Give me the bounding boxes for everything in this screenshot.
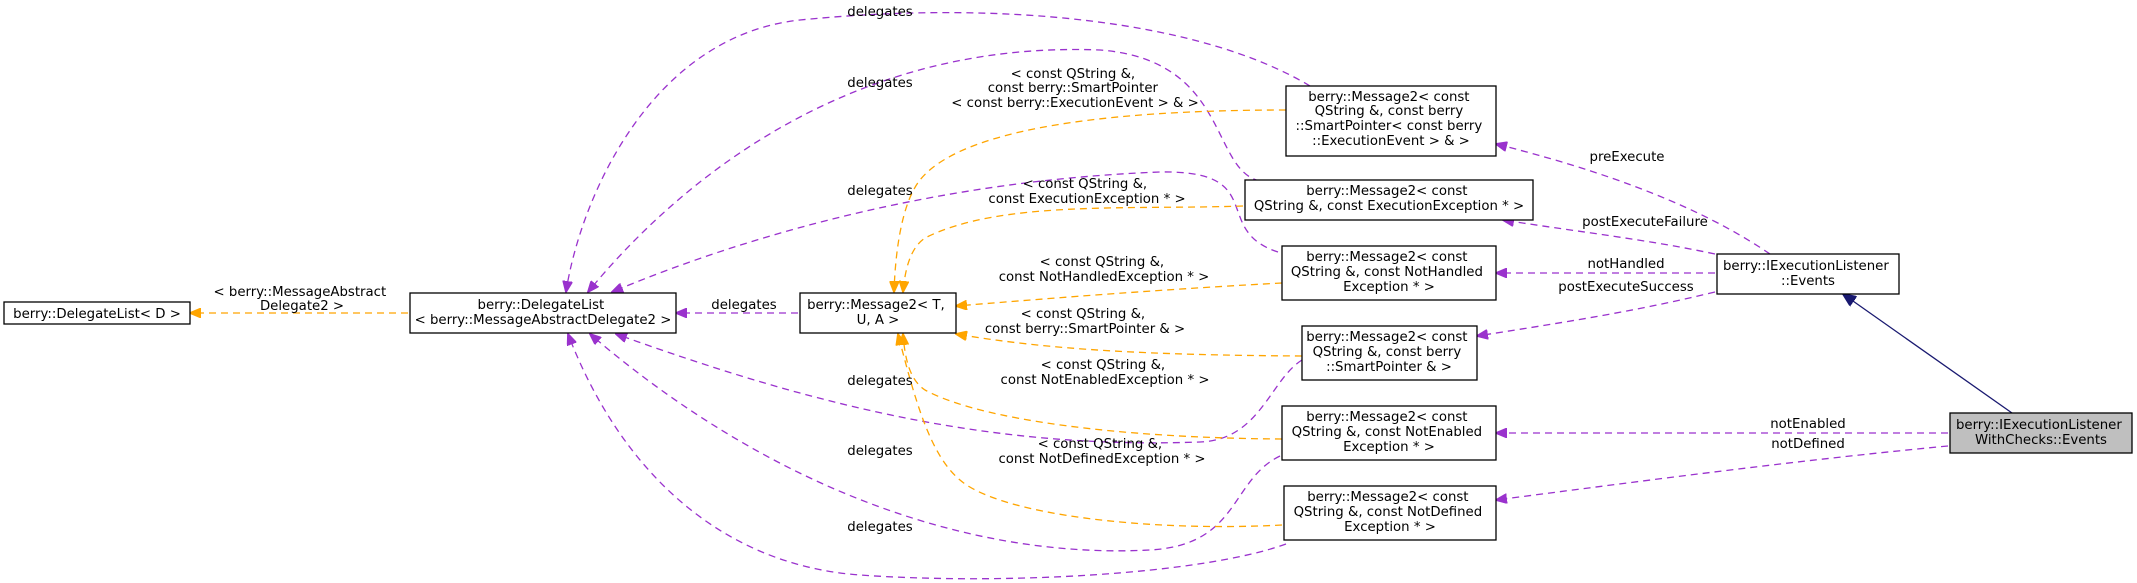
edge-label-tpl-not-defined: < const QString &, const NotDefinedExcep… — [998, 437, 1205, 467]
template-edge-not-enabled — [903, 334, 1283, 440]
not-defined-edge — [1496, 445, 1949, 500]
edge-label-not-enabled: notEnabled — [1770, 417, 1846, 432]
node-message2-smart-pointer[interactable]: berry::Message2< const QString &, const … — [1301, 325, 1478, 381]
node-label: berry::Message2< const QString &, const … — [1296, 90, 1487, 149]
edge-labels-layer: < berry::MessageAbstract Delegate2 > del… — [214, 5, 1846, 535]
delegates-edge-not-defined — [568, 334, 1287, 580]
edges-layer — [190, 11, 2013, 580]
node-message2-execution-exception[interactable]: berry::Message2< const QString &, const … — [1244, 179, 1534, 221]
delegates-edge-not-handled — [612, 171, 1279, 292]
node-iexecution-listener-with-checks-events[interactable]: berry::IExecutionListener WithChecks::Ev… — [1949, 412, 2133, 454]
edge-label-delegates-not-handled: delegates — [847, 184, 912, 199]
node-delegate-list-mad2[interactable]: berry::DelegateList < berry::MessageAbst… — [409, 292, 677, 334]
node-label: berry::Message2< T, U, A > — [807, 298, 949, 328]
edge-label-not-handled: notHandled — [1587, 257, 1664, 272]
edge-label-delegates-exec-event: delegates — [847, 5, 912, 20]
edge-label-pre-execute: preExecute — [1590, 150, 1665, 165]
inheritance-edge — [1843, 294, 2013, 414]
edge-label-delegates-main: delegates — [711, 298, 776, 313]
edge-label-tpl-exec-exception: < const QString &, const ExecutionExcept… — [988, 177, 1185, 207]
edge-label-tpl-smart-pointer: < const QString &, const berry::SmartPoi… — [985, 307, 1185, 337]
delegates-edge-smart-pointer — [616, 334, 1303, 444]
edge-label-template-mad2: < berry::MessageAbstract Delegate2 > — [214, 285, 391, 314]
edge-label-delegates-smart-pointer: delegates — [847, 374, 912, 389]
edge-label-delegates-exec-exception: delegates — [847, 76, 912, 91]
edge-label-post-execute-failure: postExecuteFailure — [1582, 215, 1708, 230]
nodes-layer: berry::DelegateList< D > berry::Delegate… — [3, 85, 2133, 541]
template-edge-smart-pointer — [956, 334, 1303, 357]
node-message2-not-handled[interactable]: berry::Message2< const QString &, const … — [1281, 245, 1497, 301]
node-iexecution-listener-events[interactable]: berry::IExecutionListener ::Events — [1716, 253, 1900, 295]
node-message2-not-defined[interactable]: berry::Message2< const QString &, const … — [1283, 485, 1497, 541]
node-label: berry::Message2< const QString &, const … — [1254, 184, 1524, 214]
delegates-edge-not-enabled — [590, 334, 1281, 552]
node-label: berry::Message2< const QString &, const … — [1292, 410, 1487, 455]
node-delegate-list-d[interactable]: berry::DelegateList< D > — [3, 301, 191, 325]
edge-label-delegates-not-defined: delegates — [847, 520, 912, 535]
node-message2-execution-event[interactable]: berry::Message2< const QString &, const … — [1285, 85, 1497, 157]
node-label: berry::DelegateList < berry::MessageAbst… — [415, 298, 672, 328]
edge-label-tpl-not-enabled: < const QString &, const NotEnabledExcep… — [1001, 358, 1210, 388]
edge-label-tpl-exec-event: < const QString &, const berry::SmartPoi… — [951, 67, 1198, 111]
node-message2-tua[interactable]: berry::Message2< T, U, A > — [799, 292, 957, 334]
post-execute-failure-edge — [1503, 220, 1716, 255]
node-label: berry::IExecutionListener ::Events — [1723, 259, 1893, 289]
node-label: berry::Message2< const QString &, const … — [1291, 250, 1487, 295]
node-label: berry::Message2< const QString &, const … — [1294, 490, 1487, 535]
edge-label-post-execute-success: postExecuteSuccess — [1558, 280, 1693, 295]
node-label: berry::IExecutionListener WithChecks::Ev… — [1956, 418, 2126, 448]
node-label: berry::DelegateList< D > — [13, 307, 181, 322]
node-label: berry::Message2< const QString &, const … — [1306, 330, 1472, 375]
edge-label-not-defined: notDefined — [1771, 437, 1845, 452]
pre-execute-edge — [1496, 144, 1771, 255]
template-edge-not-handled — [956, 282, 1283, 306]
edge-label-delegates-not-enabled: delegates — [847, 444, 912, 459]
template-edge-exec-exception — [903, 205, 1244, 292]
template-edge-exec-event — [894, 109, 1287, 292]
node-message2-not-enabled[interactable]: berry::Message2< const QString &, const … — [1281, 405, 1497, 461]
edge-label-tpl-not-handled: < const QString &, const NotHandledExcep… — [999, 255, 1210, 285]
delegates-edge-exec-exception — [588, 48, 1261, 292]
post-execute-success-edge — [1477, 291, 1716, 336]
delegates-edge-exec-event — [566, 11, 1311, 292]
